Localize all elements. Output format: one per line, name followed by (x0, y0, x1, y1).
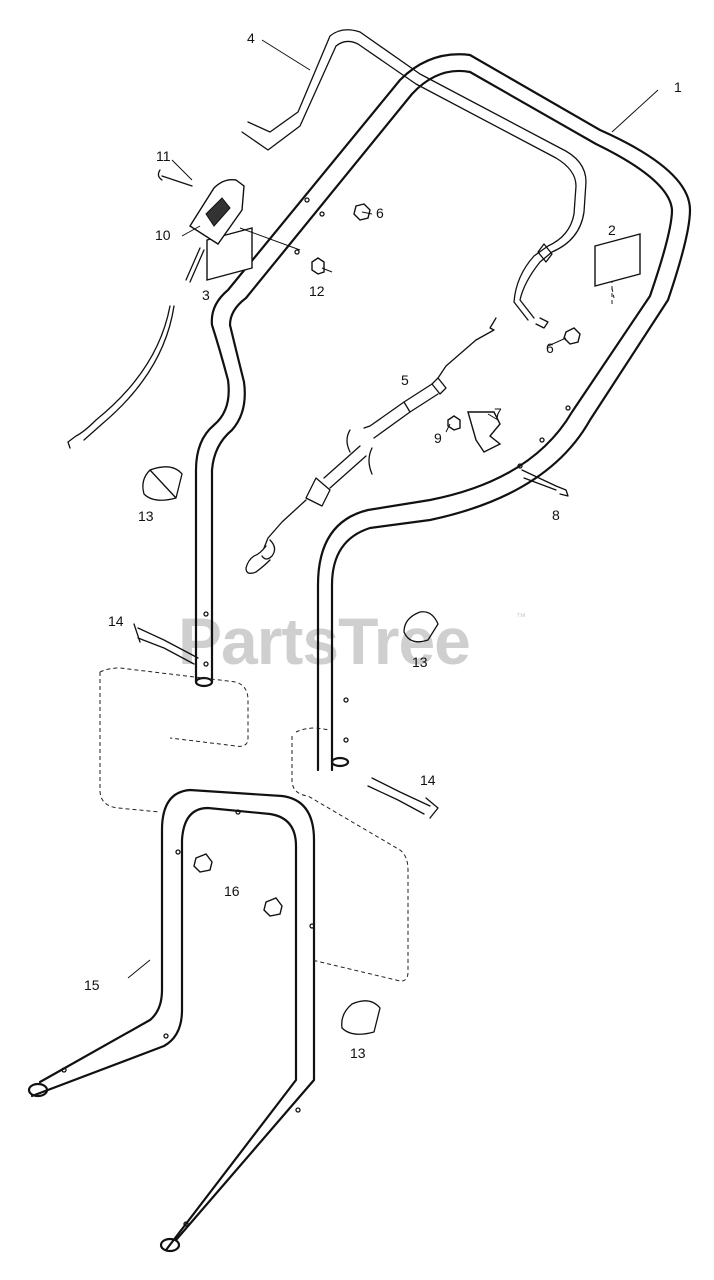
callout-13-upper: 13 (138, 508, 154, 524)
callout-4: 4 (247, 30, 255, 46)
lower-handle (27, 788, 316, 1253)
leader-lines (127, 39, 659, 979)
callout-13-middle: 13 (412, 654, 428, 670)
callout-6-right: 6 (546, 340, 554, 356)
callout-1: 1 (674, 79, 682, 95)
shift-rod (67, 305, 175, 449)
callout-7: 7 (494, 405, 502, 421)
watermark: PartsTree ™ (178, 604, 526, 678)
shift-lever (157, 169, 301, 283)
callout-13-lower: 13 (350, 1045, 366, 1061)
control-bail (241, 29, 587, 329)
callout-11: 11 (156, 148, 171, 164)
clutch-cable (245, 317, 497, 574)
hardware (133, 203, 581, 917)
callout-8: 8 (552, 507, 560, 523)
callout-14-right: 14 (420, 772, 436, 788)
callout-3: 3 (202, 287, 210, 303)
callout-2: 2 (608, 222, 616, 238)
upper-handle (194, 53, 692, 772)
callout-15: 15 (84, 977, 100, 993)
callout-5: 5 (401, 372, 409, 388)
watermark-trademark: ™ (516, 612, 526, 623)
callout-16: 16 (224, 883, 240, 899)
callout-14-left: 14 (108, 613, 124, 629)
hairpin-clips (142, 466, 439, 1035)
callout-6-upper: 6 (376, 205, 384, 221)
callout-10: 10 (155, 227, 171, 243)
callout-9: 9 (434, 430, 442, 446)
callout-labels: 1 2 3 4 5 6 6 7 8 9 10 11 12 13 13 13 14… (84, 30, 682, 1061)
callout-12: 12 (309, 283, 325, 299)
